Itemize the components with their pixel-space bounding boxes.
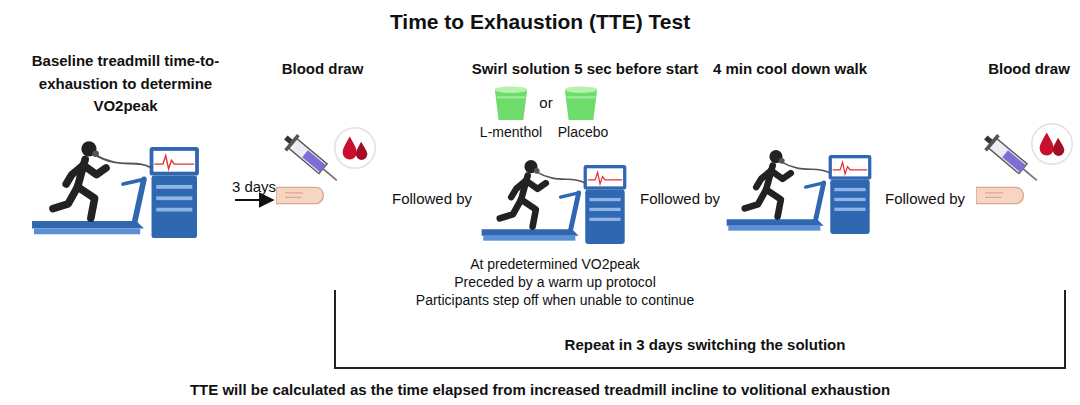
repeat-bracket [335,290,1065,368]
step-heading: Baseline treadmill time-to-exhaustion to… [18,50,233,118]
caption: TTE will be calculated as the time elaps… [0,381,1080,398]
note-label: Followed by [640,190,720,208]
note-label: or [539,94,552,112]
step-node: Baseline treadmill time-to-exhaustion to… [18,50,233,245]
note-label: Followed by [885,190,965,208]
note-label: Followed by [392,190,472,208]
step-heading: Blood draw [275,58,370,81]
note-label: Repeat in 3 days switching the solution [565,336,846,354]
step-node: Blood draw [275,58,370,213]
note-label: At predetermined VO2peak [470,256,640,273]
treadmill-runner [32,141,199,238]
solution-cup [565,86,597,120]
title: Time to Exhaustion (TTE) Test [0,10,1080,34]
note-label: Preceded by a warm up protocol [454,274,656,291]
treadmill-walker [727,150,872,234]
step-heading: Blood draw [980,58,1078,81]
step-node: Blood draw [980,58,1078,88]
solution-cup [495,86,527,120]
step-node: 4 min cool down walk [690,58,890,88]
note-label: Placebo [558,124,609,141]
step-heading: 4 min cool down walk [690,58,890,81]
step-node: Swirl solution 5 sec before start [450,58,720,88]
blood-drops [1032,124,1072,164]
treadmill-runner [482,160,627,244]
note-label: L-menthol [480,124,542,141]
step-heading: Swirl solution 5 sec before start [450,58,720,81]
syringe-arm [276,130,343,204]
note-label: Participants step off when unable to con… [416,292,694,309]
arrow-connector [235,199,273,201]
blood-drops [335,128,375,168]
edge-label: 3 days [232,178,276,196]
